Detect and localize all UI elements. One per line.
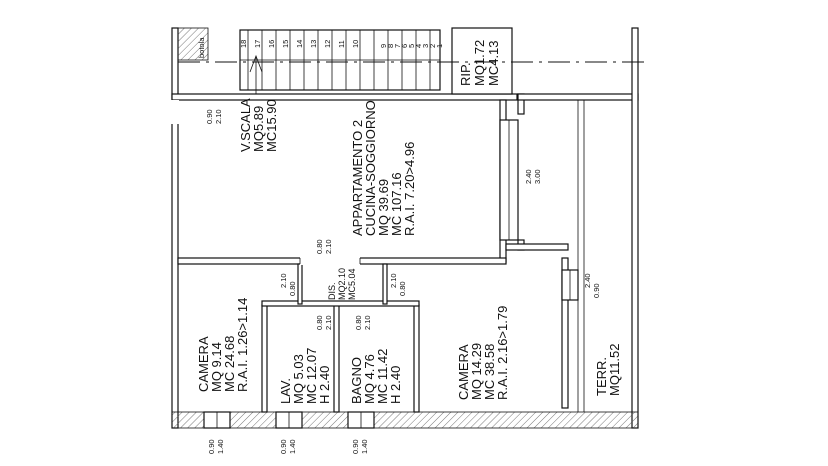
room-area: MQ11.52 — [607, 343, 622, 396]
cam2-door-w: 0.80 — [398, 281, 407, 296]
step-number: 18 — [239, 40, 248, 48]
room-area: MQ2.10 — [337, 268, 347, 300]
room-bagno: BAGNO MQ 4.76 MC 11.42 H 2.40 — [349, 349, 403, 404]
room-camera-2: CAMERA MQ 14.29 MC 38.58 R.A.I. 2.16>1.7… — [456, 306, 510, 400]
step-number: 10 — [351, 40, 360, 48]
step-number: 13 — [309, 40, 318, 48]
step-number: 15 — [281, 40, 290, 48]
cam1-door-h: 2.10 — [279, 273, 288, 288]
vscala-door-w: 0.90 — [205, 109, 214, 124]
opening-labels: 0.90 2.10 2.40 3.00 0.80 2.10 2.10 0.80 … — [205, 109, 601, 454]
win-bottom-1-h: 1.40 — [216, 439, 225, 454]
room-height: H 2.40 — [317, 366, 332, 404]
room-area: MQ 14.29 — [469, 343, 484, 400]
dis-door-h: 2.10 — [324, 239, 333, 254]
room-name: TERR. — [594, 357, 609, 396]
room-rai: R.A.I. 2.16>1.79 — [495, 306, 510, 400]
cam1-door-w: 0.80 — [288, 281, 297, 296]
step-number: 11 — [337, 40, 346, 48]
step-number: 9 — [379, 44, 388, 48]
room-volume: MC 107.16 — [389, 172, 404, 236]
room-area: MQ 39.69 — [376, 179, 391, 236]
room-name: RIP. — [458, 62, 473, 86]
room-name: DIS. — [327, 282, 337, 300]
room-rip: RIP. MQ1.72 MC4.13 — [458, 40, 501, 86]
room-area: MQ1.72 — [472, 40, 487, 86]
room-volume: MC15.90 — [264, 99, 279, 152]
win-soggiorno-w: 2.40 — [524, 169, 533, 184]
room-area: MQ 4.76 — [362, 354, 377, 404]
win-bottom-2-h: 1.40 — [288, 439, 297, 454]
room-rai: R.A.I. 1.26>1.14 — [235, 298, 250, 392]
room-soggiorno: APPARTAMENTO 2 CUCINA-SOGGIORNO MQ 39.69… — [350, 100, 417, 236]
step-number: 3 — [421, 44, 430, 48]
win-cam2-h: 2.40 — [583, 273, 592, 288]
step-numbers: 18 17 16 15 14 13 12 11 10 9 8 7 6 5 4 3… — [239, 40, 444, 48]
room-volume: MC 24.68 — [222, 336, 237, 392]
dis-door-w: 0.80 — [315, 239, 324, 254]
win-soggiorno-h: 3.00 — [533, 169, 542, 184]
cam2-door-h: 2.10 — [389, 273, 398, 288]
step-number: 7 — [393, 44, 402, 48]
step-number: 2 — [428, 44, 437, 48]
room-volume: MC 38.58 — [482, 344, 497, 400]
win-bottom-2-w: 0.90 — [279, 439, 288, 454]
step-number: 1 — [435, 44, 444, 48]
room-volume: MC 11.42 — [375, 349, 390, 404]
room-name: BAGNO — [349, 357, 364, 404]
openings — [171, 100, 579, 429]
win-bottom-1-w: 0.90 — [207, 439, 216, 454]
room-volume: MC 12.07 — [304, 348, 319, 404]
step-number: 12 — [323, 40, 332, 48]
room-height: H 2.40 — [388, 366, 403, 404]
room-name: V.SCALA — [238, 98, 253, 152]
room-name: LAV. — [278, 378, 293, 404]
step-number: 16 — [267, 40, 276, 48]
staircase: botola 18 17 16 15 14 13 12 11 10 9 8 7 … — [177, 27, 444, 94]
room-lav: LAV. MQ 5.03 MC 12.07 H 2.40 — [278, 348, 332, 404]
bagno-door-h: 2.10 — [363, 315, 372, 330]
room-terr: TERR. MQ11.52 — [594, 343, 622, 396]
room-area: MQ 9.14 — [209, 342, 224, 392]
step-number: 6 — [400, 44, 409, 48]
lav-door-w: 0.80 — [315, 315, 324, 330]
room-dis: DIS. MQ2.10 MC5.04 — [327, 268, 357, 300]
step-number: 17 — [253, 40, 262, 48]
room-name: CAMERA — [196, 336, 211, 392]
lav-door-h: 2.10 — [324, 315, 333, 330]
step-number: 5 — [407, 44, 416, 48]
botola-label: botola — [197, 37, 206, 58]
step-number: 8 — [386, 44, 395, 48]
vscala-door-h: 2.10 — [214, 109, 223, 124]
win-cam2-w: 0.90 — [592, 283, 601, 298]
step-number: 14 — [295, 40, 304, 48]
room-volume: MC5.04 — [347, 268, 357, 300]
win-bottom-3-w: 0.90 — [351, 439, 360, 454]
room-area: MQ5.89 — [251, 106, 266, 152]
room-name: CUCINA-SOGGIORNO — [363, 100, 378, 236]
room-camera-1: CAMERA MQ 9.14 MC 24.68 R.A.I. 1.26>1.14 — [196, 298, 250, 392]
step-number: 4 — [414, 44, 423, 48]
room-area: MQ 5.03 — [291, 354, 306, 404]
bagno-door-w: 0.80 — [354, 315, 363, 330]
room-apartment: APPARTAMENTO 2 — [350, 120, 365, 236]
room-volume: MC4.13 — [486, 40, 501, 86]
room-vscala: V.SCALA MQ5.89 MC15.90 — [238, 98, 279, 152]
room-rai: R.A.I. 7.20>4.96 — [402, 142, 417, 236]
room-name: CAMERA — [456, 344, 471, 400]
win-bottom-3-h: 1.40 — [360, 439, 369, 454]
